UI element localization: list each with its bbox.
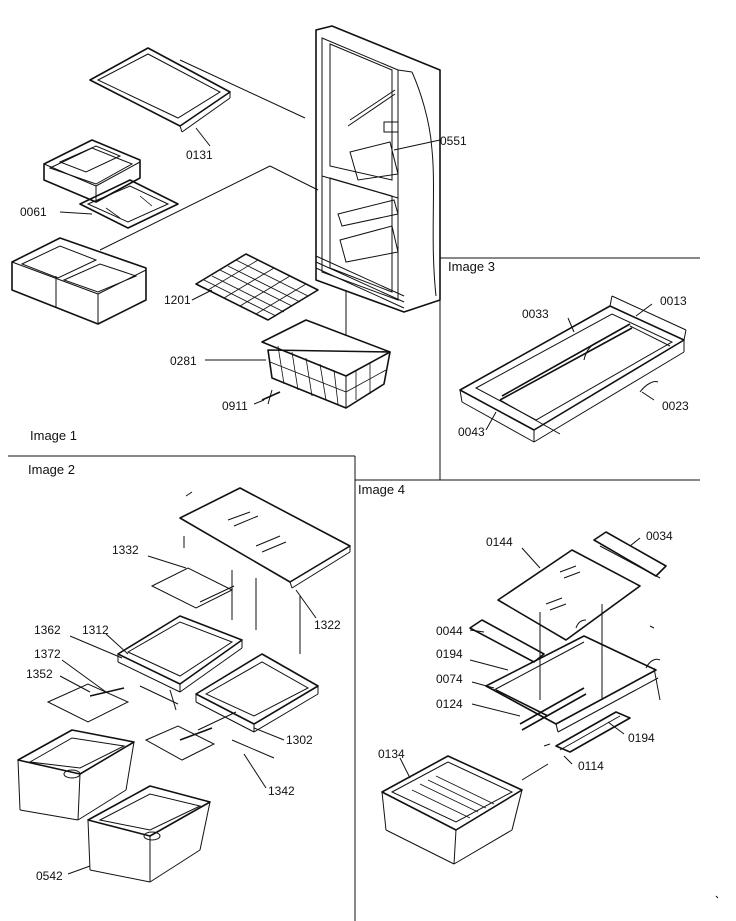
glass-shelf-0144 — [497, 547, 641, 700]
wire-basket-0281 — [205, 290, 391, 409]
trim-0044 — [469, 619, 545, 663]
label-1352: 1352 — [26, 667, 53, 681]
label-0074: 0074 — [436, 672, 463, 686]
label-1362: 1362 — [34, 623, 61, 637]
label-0124: 0124 — [436, 697, 463, 711]
label-1312: 1312 — [82, 623, 109, 637]
shelf-frame-1312 — [69, 615, 243, 693]
clip-0911 — [253, 389, 281, 405]
label-0542: 0542 — [36, 869, 63, 883]
label-0134: 0134 — [378, 747, 405, 761]
label-0194-a: 0194 — [436, 647, 463, 661]
label-0131: 0131 — [186, 148, 213, 162]
shelf-frame-1302 — [195, 653, 319, 741]
crisper-drawer-left — [17, 729, 135, 821]
label-0023: 0023 — [662, 399, 689, 413]
label-1201: 1201 — [164, 293, 191, 307]
label-0013: 0013 — [660, 294, 687, 308]
label-0034: 0034 — [646, 529, 673, 543]
glass-shelf-1322 — [179, 487, 351, 619]
label-1372: 1372 — [34, 647, 61, 661]
drawer-assembly-0061 — [43, 139, 179, 229]
crisper-pans — [11, 165, 319, 325]
frame-image4 — [469, 619, 661, 735]
trim-0034 — [593, 531, 667, 579]
wire-shelf-1201 — [191, 253, 319, 321]
label-1342: 1342 — [268, 784, 295, 798]
slide-0114 — [543, 711, 631, 765]
drawer-0134 — [381, 755, 549, 865]
rails-1352-1372 — [46, 659, 275, 789]
image-3-title: Image 3 — [448, 259, 495, 274]
image-1-title: Image 1 — [30, 428, 77, 443]
label-0061: 0061 — [20, 205, 47, 219]
label-1322: 1322 — [314, 618, 341, 632]
label-0114: 0114 — [578, 759, 604, 773]
label-0033: 0033 — [522, 307, 549, 321]
shelf-0131 — [89, 47, 306, 147]
label-0911: 0911 — [222, 399, 248, 413]
label-0044: 0044 — [436, 624, 463, 638]
label-0551: 0551 — [440, 134, 467, 148]
panel-borders — [8, 257, 700, 921]
crisper-drawer-0542 — [67, 785, 211, 883]
fridge-cabinet — [315, 25, 441, 313]
label-1302: 1302 — [286, 733, 313, 747]
label-1332: 1332 — [112, 543, 139, 557]
label-0281: 0281 — [170, 354, 197, 368]
frame-1332 — [147, 536, 301, 654]
label-0144: 0144 — [486, 535, 513, 549]
label-0043: 0043 — [458, 425, 485, 439]
image-4-title: Image 4 — [358, 482, 405, 497]
image-2-title: Image 2 — [28, 462, 75, 477]
label-0194-b: 0194 — [628, 731, 655, 745]
crisper-frame-image3 — [459, 295, 687, 443]
